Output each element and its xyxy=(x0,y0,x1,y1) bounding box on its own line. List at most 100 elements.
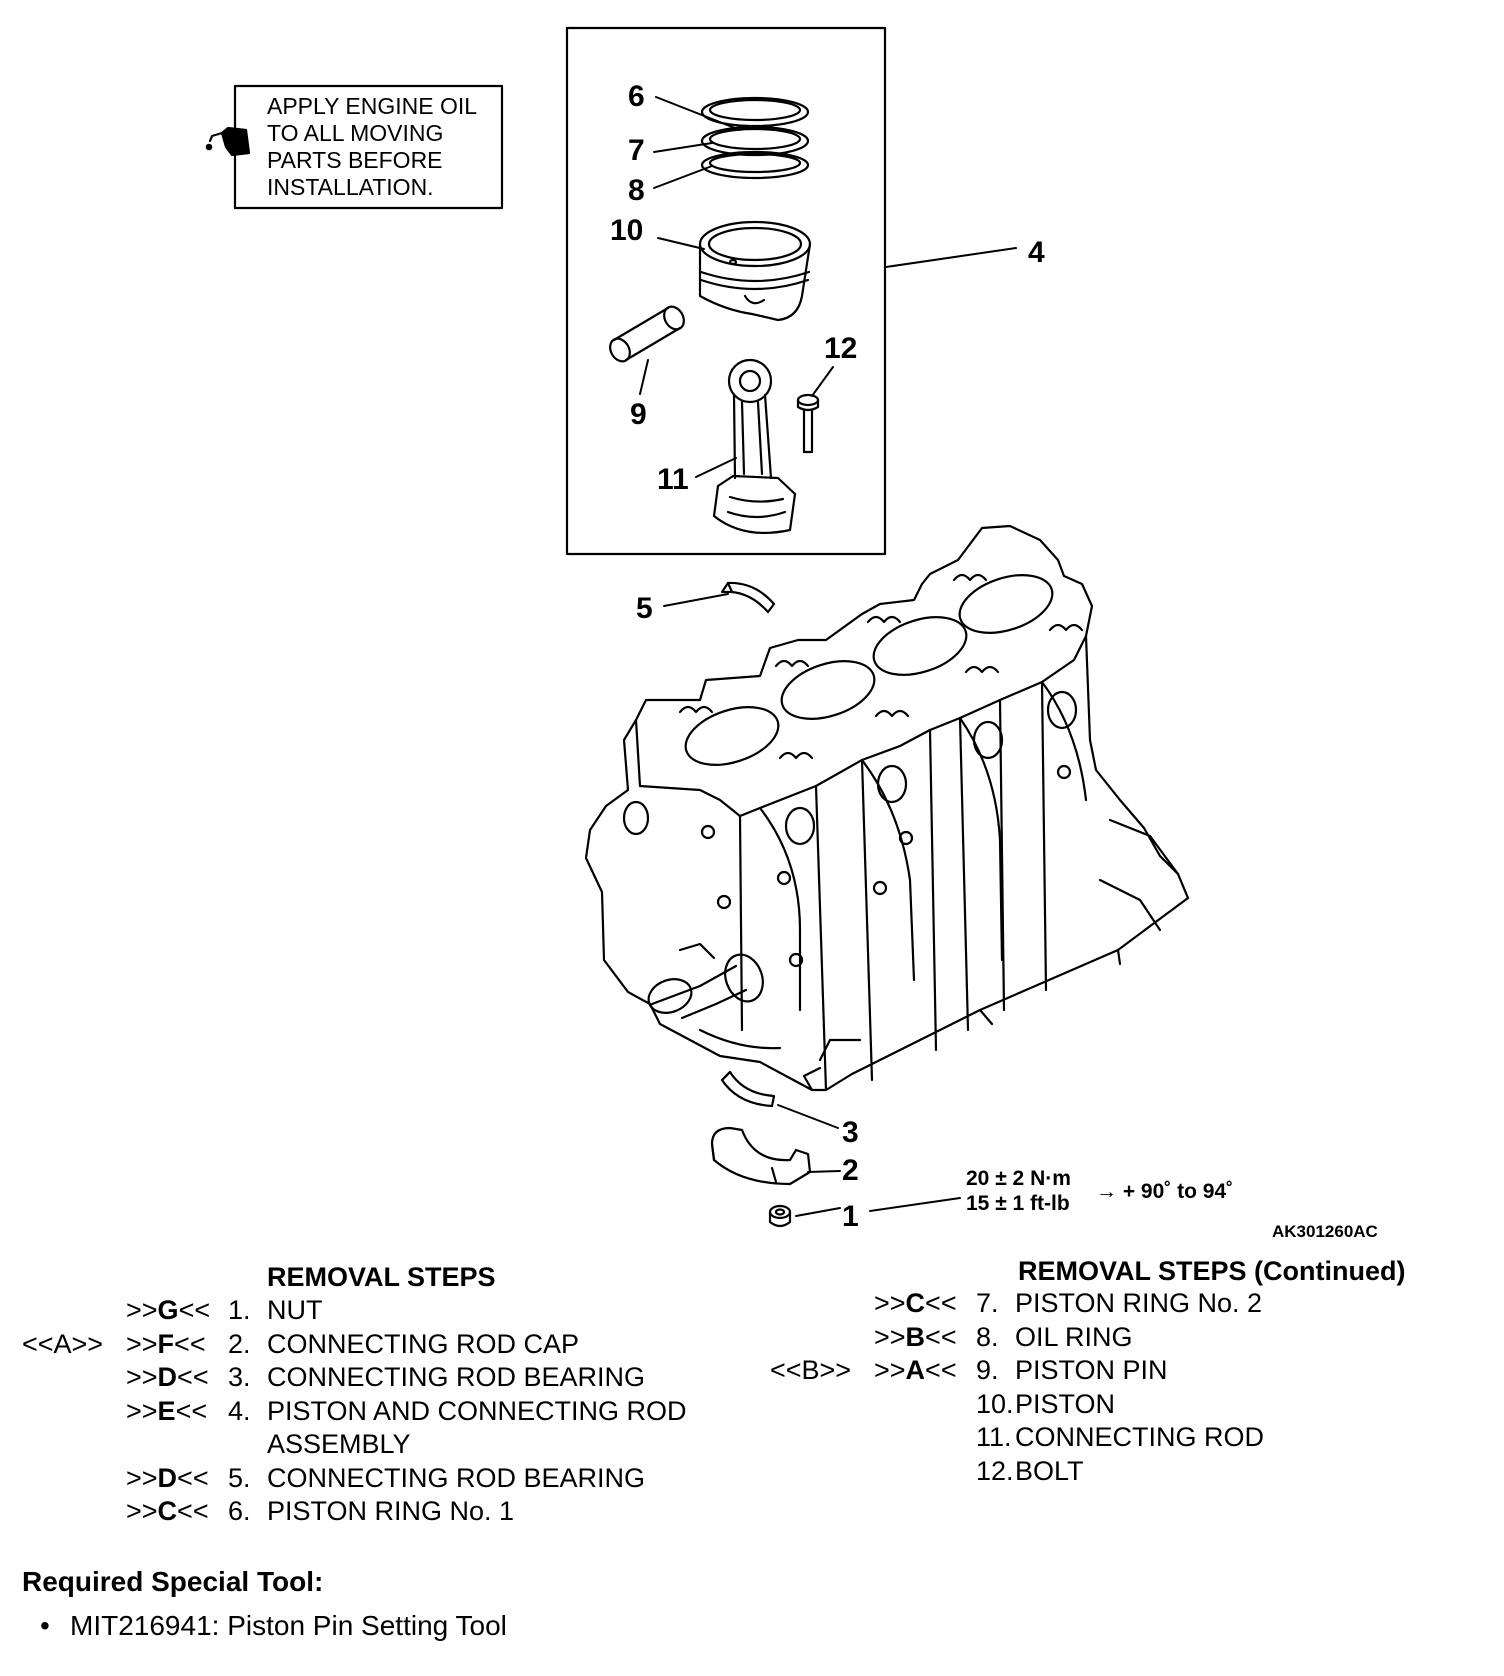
note-line-4: INSTALLATION. xyxy=(267,174,434,200)
special-tool-heading: Required Special Tool: xyxy=(22,1566,324,1597)
callout-1: 1 xyxy=(842,1200,859,1233)
connecting-rod-cap xyxy=(710,1126,812,1186)
torque-angle: → + 90˚ to 94˚ xyxy=(1096,1180,1233,1203)
step-number: 9. xyxy=(976,1355,999,1385)
callout-2: 2 xyxy=(842,1154,859,1187)
step-code: >>C<< xyxy=(126,1496,209,1526)
removal-steps-heading: REMOVAL STEPS xyxy=(267,1262,496,1292)
leader-11 xyxy=(695,457,737,478)
step-number: 7. xyxy=(976,1288,999,1318)
bullet-icon: • xyxy=(40,1610,50,1641)
upper-bearing xyxy=(720,581,776,614)
step-label: NUT xyxy=(267,1295,323,1325)
step-row: >>E<< 4. PISTON AND CONNECTING ROD xyxy=(0,1396,1504,1429)
note-line-3: PARTS BEFORE xyxy=(267,147,443,173)
connecting-rod-bolt xyxy=(796,393,820,454)
figure-id: AK301260AC xyxy=(1272,1222,1378,1240)
leader-8 xyxy=(653,165,713,189)
step-number: 10. xyxy=(976,1388,1014,1419)
lower-bearing xyxy=(720,1070,776,1108)
step-code: >>G<< xyxy=(126,1295,211,1325)
step-label: OIL RING xyxy=(1015,1321,1133,1352)
piston-assembly-inset xyxy=(565,26,887,556)
step-row: 12.BOLT xyxy=(0,1456,1504,1489)
leader-5 xyxy=(663,593,729,607)
note-line-2: TO ALL MOVING xyxy=(267,120,443,146)
step-number: 2. xyxy=(228,1328,251,1359)
leader-3 xyxy=(777,1104,839,1129)
step-code: >>F<< xyxy=(126,1328,206,1359)
special-tool-item: • MIT216941: Piston Pin Setting Tool xyxy=(40,1610,507,1642)
callout-3: 3 xyxy=(842,1116,859,1149)
step-number: 1. xyxy=(228,1295,251,1325)
leader-torque xyxy=(869,1197,961,1212)
callout-11: 11 xyxy=(657,463,689,496)
step-prefix: <<A>> xyxy=(22,1328,104,1359)
torque-imperial: 15 ± 1 ft-lb xyxy=(966,1192,1070,1215)
step-label: CONNECTING ROD BEARING xyxy=(267,1462,646,1493)
callout-7: 7 xyxy=(628,134,645,167)
step-code: >>D<< xyxy=(126,1462,209,1493)
connecting-rod xyxy=(712,358,797,535)
step-label: PISTON xyxy=(1015,1388,1116,1419)
step-code: >>C<< xyxy=(874,1288,957,1318)
leader-4 xyxy=(885,247,1017,268)
step-label: CONNECTING ROD BEARING xyxy=(267,1362,646,1392)
step-number: 11. xyxy=(976,1422,1012,1452)
callout-12: 12 xyxy=(824,332,857,365)
step-code: >>D<< xyxy=(126,1362,209,1392)
step-label: PISTON RING No. 2 xyxy=(1015,1288,1263,1318)
step-number: 3. xyxy=(228,1362,251,1392)
step-label: PISTON RING No. 1 xyxy=(267,1496,515,1526)
piston xyxy=(698,220,812,322)
special-tool-label: MIT216941: Piston Pin Setting Tool xyxy=(70,1610,507,1641)
step-row: >>C<< 6. PISTON RING No. 1 xyxy=(0,1496,1504,1529)
piston-ring-no2 xyxy=(700,125,810,157)
step-prefix: <<B>> xyxy=(770,1355,852,1385)
step-row: <<A>> >>F<< 2. CONNECTING ROD CAP xyxy=(0,1329,1504,1362)
step-label: ASSEMBLY xyxy=(267,1429,411,1459)
step-row: >>D<< 3. CONNECTING ROD BEARING xyxy=(0,1362,1504,1395)
note-line-1: APPLY ENGINE OIL xyxy=(267,93,477,119)
removal-steps-continued-heading: REMOVAL STEPS (Continued) xyxy=(1018,1256,1406,1286)
oil-ring xyxy=(700,150,810,180)
step-label: CONNECTING ROD xyxy=(1015,1422,1264,1452)
leader-2 xyxy=(807,1170,841,1173)
exploded-view-diagram: APPLY ENGINE OIL TO ALL MOVING PARTS BEF… xyxy=(205,26,1378,1240)
step-code: >>E<< xyxy=(126,1395,208,1426)
step-label: PISTON PIN xyxy=(1015,1355,1168,1385)
step-row: 11.CONNECTING ROD xyxy=(0,1422,1504,1455)
leader-7 xyxy=(653,142,713,153)
step-label: BOLT xyxy=(1015,1455,1084,1486)
step-number: 4. xyxy=(228,1395,251,1426)
leader-1 xyxy=(795,1207,841,1217)
step-row: >>G<< 1. NUT xyxy=(0,1295,1504,1328)
oil-can-icon xyxy=(205,126,251,157)
step-number: 8. xyxy=(976,1321,999,1352)
step-number: 12. xyxy=(976,1455,1014,1486)
nut xyxy=(768,1204,792,1228)
step-row: >>D<< 5. CONNECTING ROD BEARING xyxy=(0,1463,1504,1496)
leader-10 xyxy=(657,237,705,250)
step-row: >>C<< 7. PISTON RING No. 2 xyxy=(0,1288,1504,1321)
step-label: CONNECTING ROD CAP xyxy=(267,1328,580,1359)
torque-metric: 20 ± 2 N·m xyxy=(966,1167,1071,1190)
step-row: 10.PISTON xyxy=(0,1389,1504,1422)
step-row: ASSEMBLY xyxy=(0,1429,1504,1462)
step-row: >>B<< 8. OIL RING xyxy=(0,1322,1504,1355)
step-row: <<B>> >>A<< 9. PISTON PIN xyxy=(0,1355,1504,1388)
cylinder-block xyxy=(584,524,1190,1092)
step-label: PISTON AND CONNECTING ROD xyxy=(267,1395,687,1426)
callout-9: 9 xyxy=(630,398,647,431)
leader-12 xyxy=(811,366,834,397)
piston-pin xyxy=(609,305,685,363)
step-number: 6. xyxy=(228,1496,251,1526)
step-code: >>A<< xyxy=(874,1355,957,1385)
step-code: >>B<< xyxy=(874,1321,957,1352)
leader-6 xyxy=(655,96,741,131)
callout-4: 4 xyxy=(1028,236,1045,269)
callout-5: 5 xyxy=(636,592,653,625)
step-number: 5. xyxy=(228,1462,251,1493)
oil-note-text: APPLY ENGINE OIL TO ALL MOVING PARTS BEF… xyxy=(267,93,477,200)
callout-10: 10 xyxy=(610,214,643,247)
